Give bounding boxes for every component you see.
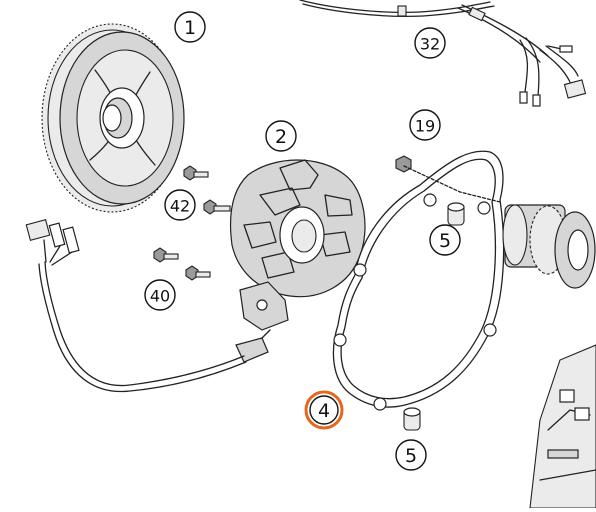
callout-label-32: 32 bbox=[420, 35, 440, 54]
callout-label-1: 1 bbox=[184, 17, 196, 39]
engine-cover bbox=[529, 344, 596, 509]
callout-42: 42 bbox=[164, 189, 196, 221]
cover-gasket-4 bbox=[332, 150, 505, 411]
dowel-pin-5-lower bbox=[403, 407, 421, 431]
screws-42 bbox=[183, 165, 231, 215]
stator-2 bbox=[229, 159, 366, 363]
callout-label-5-upper: 5 bbox=[439, 230, 451, 252]
wiring-harness-32 bbox=[299, 0, 587, 107]
callout-40: 40 bbox=[144, 279, 176, 311]
callout-label-42: 42 bbox=[170, 197, 190, 216]
callout-32: 32 bbox=[414, 27, 446, 59]
callout-5-upper: 5 bbox=[429, 224, 461, 256]
callout-label-5-lower: 5 bbox=[405, 445, 417, 467]
callout-label-40: 40 bbox=[150, 287, 170, 306]
stator-cable bbox=[25, 219, 247, 393]
callout-4-highlighted: 4 bbox=[304, 390, 344, 430]
callout-label-2: 2 bbox=[275, 126, 287, 148]
callout-2: 2 bbox=[265, 120, 297, 152]
crankshaft-gear bbox=[502, 204, 596, 289]
screw-19 bbox=[395, 155, 501, 203]
callout-5-lower: 5 bbox=[395, 439, 427, 471]
callout-label-19: 19 bbox=[415, 117, 435, 136]
callout-label-4: 4 bbox=[318, 400, 330, 422]
dowel-pin-5-upper bbox=[447, 202, 465, 226]
callout-19: 19 bbox=[409, 109, 441, 141]
callout-1: 1 bbox=[174, 11, 206, 43]
screws-40 bbox=[153, 247, 211, 281]
flywheel-1 bbox=[41, 23, 185, 213]
